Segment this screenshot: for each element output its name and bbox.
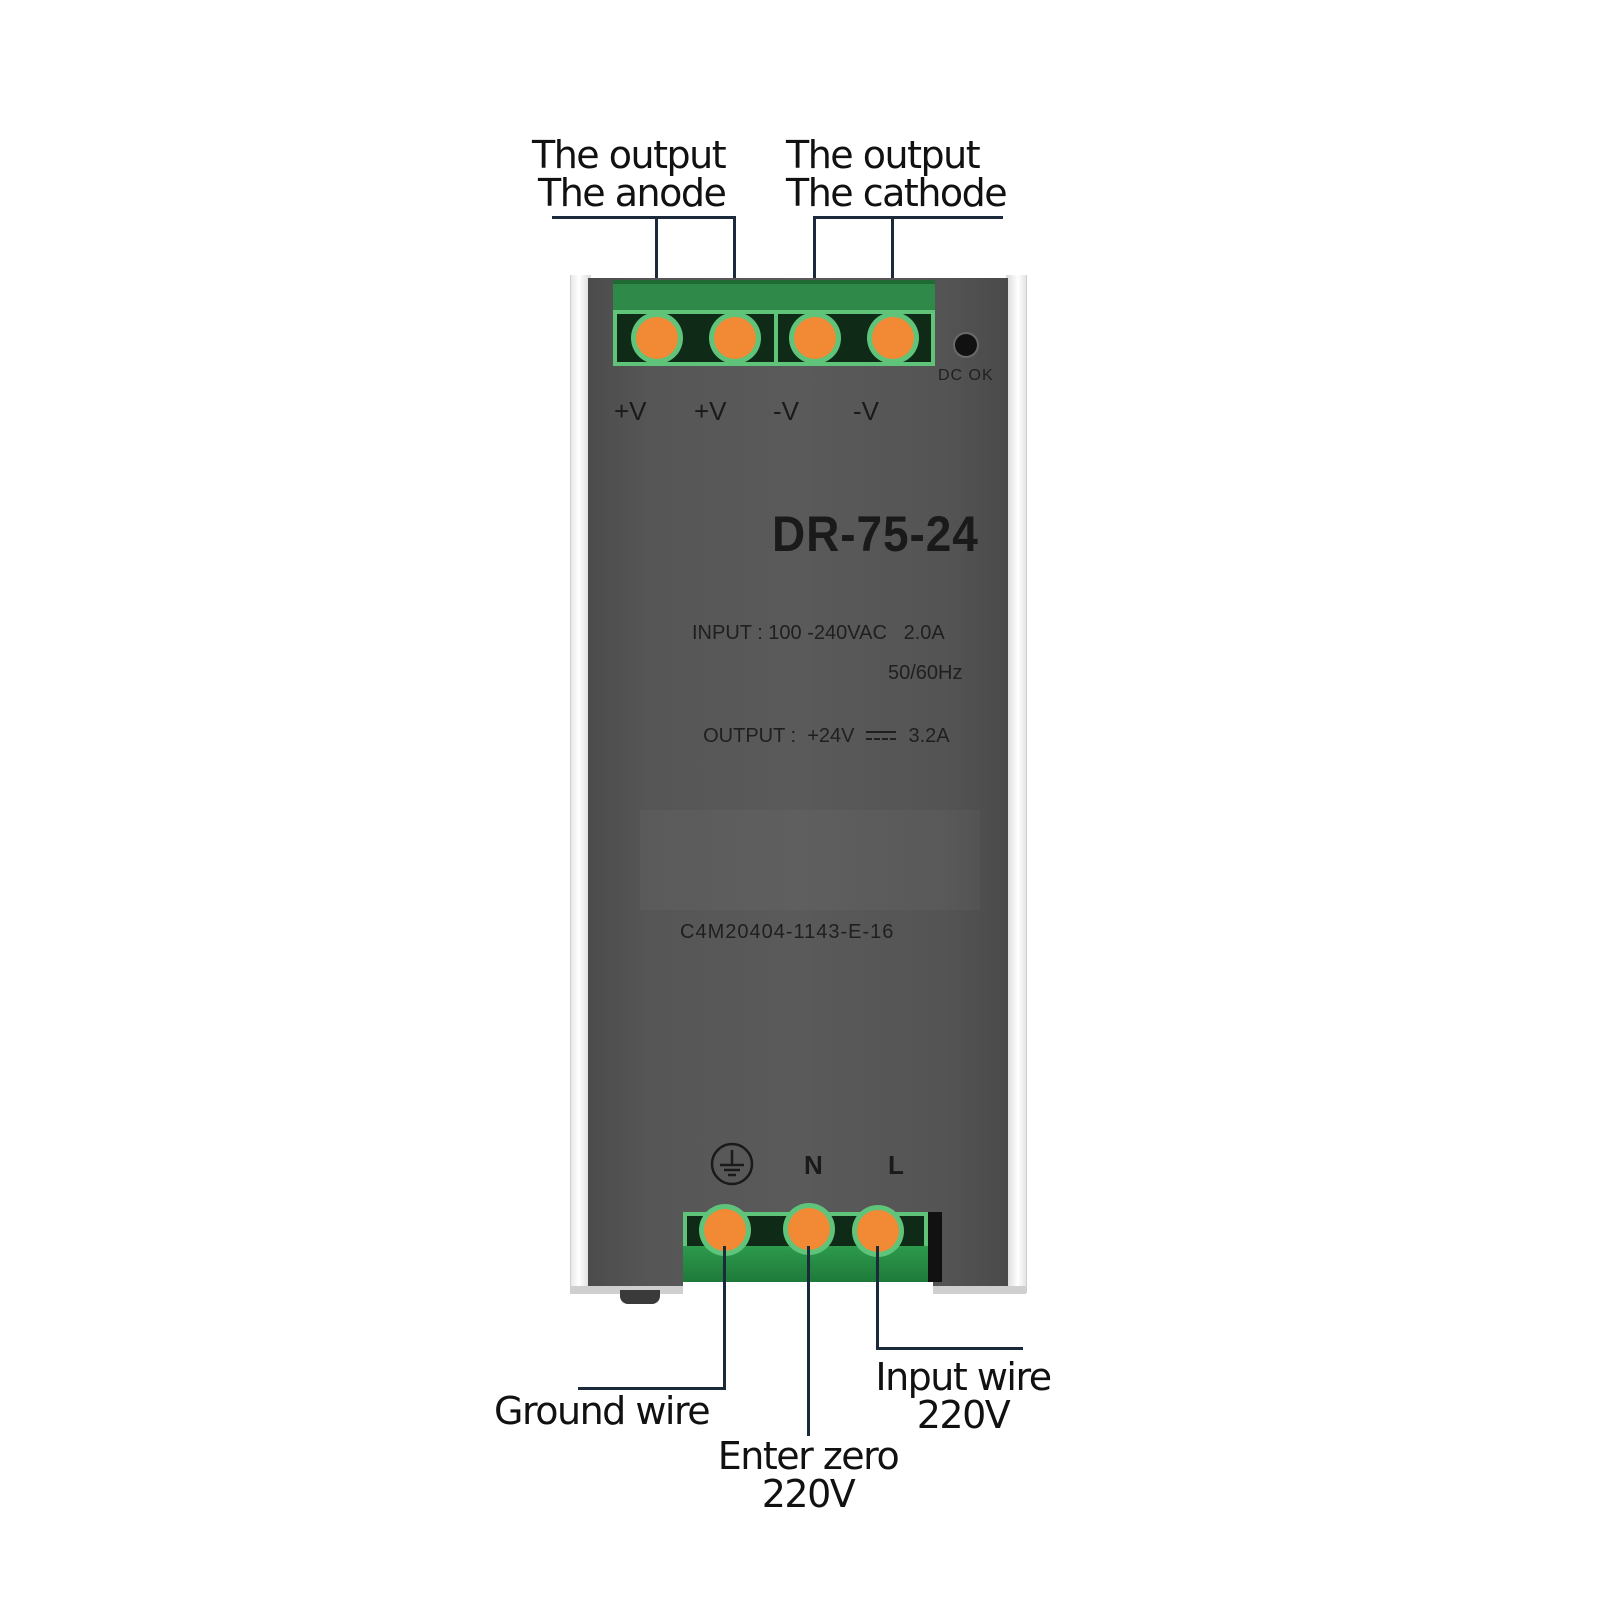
pin-label-minus-v-2: -V <box>853 396 879 426</box>
neutral-label: N <box>804 1150 823 1180</box>
anode-leader-1 <box>655 216 658 336</box>
terminal-divider <box>774 310 778 366</box>
serial-number: C4M20404-1143-E-16 <box>680 921 895 943</box>
dc-ok-label: DC OK <box>938 367 994 384</box>
dc-ok-led-icon <box>955 334 977 356</box>
anode-leader-2 <box>733 216 736 336</box>
ground-underline <box>578 1387 726 1390</box>
cathode-leader-2 <box>891 216 894 336</box>
cathode-leader-1 <box>813 216 816 336</box>
callout-neutral: Enter zero 220V <box>708 1437 908 1513</box>
callout-cathode: The output The cathode <box>786 133 1008 215</box>
output-current: 3.2A <box>908 725 950 747</box>
callout-neutral-line1: Enter zero <box>717 1434 900 1478</box>
input-screw-neutral[interactable] <box>788 1208 830 1250</box>
din-rail-left-edge <box>570 275 591 1293</box>
callout-input: Input wire 220V <box>873 1358 1053 1434</box>
callout-anode-line1: The output <box>532 133 727 177</box>
power-supply-housing <box>588 278 1008 1286</box>
din-rail-right-edge <box>1006 275 1027 1293</box>
pin-label-minus-v-1: -V <box>773 396 799 426</box>
dc-symbol-icon <box>866 730 897 743</box>
live-label: L <box>888 1150 904 1180</box>
output-screw-plus-1[interactable] <box>636 317 678 359</box>
callout-input-line1: Input wire <box>875 1355 1052 1399</box>
pin-label-plus-v-1: +V <box>614 396 647 426</box>
input-terminal-front <box>683 1246 928 1282</box>
frequency-spec: 50/60Hz <box>888 662 963 684</box>
cathode-underline <box>813 216 1003 219</box>
output-terminal-cover <box>613 280 935 314</box>
model-number: DR-75-24 <box>772 506 979 562</box>
input-underline <box>876 1347 1023 1350</box>
output-screw-minus-1[interactable] <box>794 317 836 359</box>
callout-cathode-line2: The cathode <box>786 171 1008 215</box>
label-panel <box>640 810 980 910</box>
output-screw-minus-2[interactable] <box>872 317 914 359</box>
input-terminal-shadow <box>928 1212 942 1282</box>
pin-label-plus-v-2: +V <box>694 396 727 426</box>
callout-input-line2: 220V <box>916 1393 1011 1437</box>
neutral-leader <box>807 1246 810 1436</box>
output-spec: OUTPUT : +24V 3.2A <box>692 702 950 748</box>
mounting-foot <box>620 1290 660 1304</box>
callout-cathode-line1: The output <box>786 133 981 177</box>
anode-underline <box>552 216 736 219</box>
callout-neutral-line2: 220V <box>761 1472 856 1516</box>
ground-leader <box>723 1246 726 1390</box>
input-screw-ground[interactable] <box>704 1209 746 1251</box>
callout-anode: The output The anode <box>532 133 727 215</box>
earth-ground-icon <box>710 1142 754 1186</box>
input-screw-live[interactable] <box>857 1210 899 1252</box>
output-screw-plus-2[interactable] <box>714 317 756 359</box>
callout-ground: Ground wire <box>494 1389 711 1433</box>
callout-anode-line2: The anode <box>538 171 727 215</box>
input-spec: INPUT : 100 -240VAC 2.0A <box>692 622 945 644</box>
input-leader <box>876 1246 879 1350</box>
output-voltage: OUTPUT : +24V <box>703 725 855 747</box>
